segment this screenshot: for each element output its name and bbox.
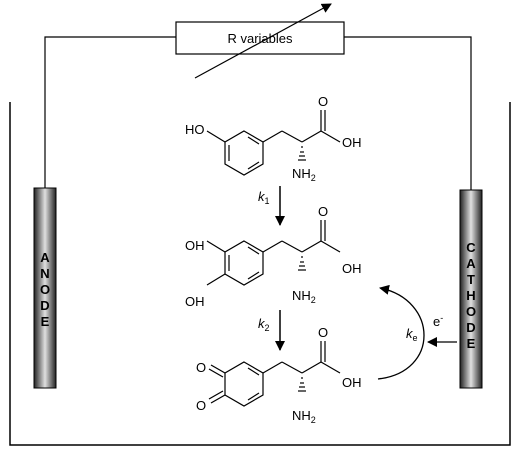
k2-label: k2 bbox=[258, 316, 270, 333]
quinone-acid-oh: OH bbox=[342, 375, 362, 390]
cathode-letter: T bbox=[467, 272, 475, 287]
cathode-letter: H bbox=[466, 288, 475, 303]
cathode-wire bbox=[344, 36, 472, 190]
quinone-o1: O bbox=[196, 360, 206, 375]
cathode-electrode bbox=[459, 189, 483, 389]
cell-container bbox=[9, 102, 511, 446]
variable-arrow bbox=[194, 3, 332, 79]
variable-resistor bbox=[175, 21, 345, 55]
reduction-arc bbox=[377, 284, 425, 380]
ldopa-oh1: OH bbox=[185, 238, 205, 253]
cathode-letter: D bbox=[466, 320, 475, 335]
cathode-letter: C bbox=[466, 240, 476, 255]
anode-electrode bbox=[33, 187, 57, 389]
anode-letter: A bbox=[40, 250, 50, 265]
quinone-acid-o: O bbox=[318, 325, 328, 340]
resistor-label: R variables bbox=[227, 31, 293, 46]
anode-letter: E bbox=[41, 314, 50, 329]
quinone-o2: O bbox=[196, 398, 206, 413]
molecule-tyrosine bbox=[206, 110, 341, 176]
cathode-letter: A bbox=[466, 256, 476, 271]
tyrosine-oh: HO bbox=[185, 122, 205, 137]
molecule-ldopa bbox=[206, 220, 341, 286]
ldopa-acid-o: O bbox=[318, 204, 328, 219]
anode-letter: O bbox=[40, 282, 50, 297]
cathode-letter: O bbox=[466, 304, 476, 319]
anode-letter: D bbox=[40, 298, 49, 313]
cathode-letter: E bbox=[467, 336, 476, 351]
quinone-nh2: NH2 bbox=[292, 408, 316, 425]
tyrosine-nh2: NH2 bbox=[292, 166, 316, 183]
tyrosine-acid-oh: OH bbox=[342, 135, 362, 150]
ldopa-acid-oh: OH bbox=[342, 261, 362, 276]
tyrosine-acid-o: O bbox=[318, 94, 328, 109]
anode-label: A N O D E bbox=[40, 250, 50, 329]
molecule-dopaquinone bbox=[208, 341, 341, 407]
electron-label: e- bbox=[433, 313, 443, 329]
anode-letter: N bbox=[40, 266, 49, 281]
ldopa-nh2: NH2 bbox=[292, 288, 316, 305]
ldopa-oh2: OH bbox=[185, 294, 205, 309]
cathode-label: C A T H O D E bbox=[466, 240, 476, 351]
anode-wire bbox=[44, 36, 176, 188]
k1-label: k1 bbox=[258, 189, 270, 206]
ke-label: ke bbox=[406, 326, 418, 343]
